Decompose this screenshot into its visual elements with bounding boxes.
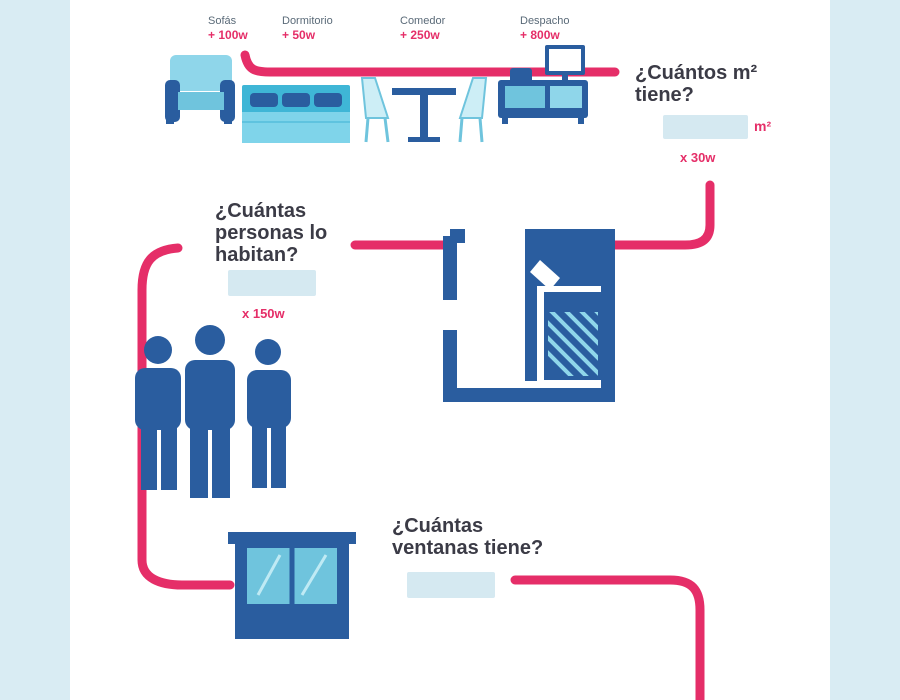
people-question-line1: ¿Cuántas [215, 200, 307, 222]
floor-plan-icon [443, 229, 615, 402]
windows-question-line2: ventanas tiene? [392, 537, 544, 559]
people-icon [135, 325, 291, 498]
furniture-label-sofas: Sofás [208, 15, 237, 27]
people-question: ¿Cuántas personas lo habitan? [215, 200, 327, 266]
bed-icon [242, 85, 350, 143]
windows-input[interactable] [407, 572, 495, 598]
people-question-line2: personas lo [215, 222, 328, 244]
armchair-icon [165, 55, 235, 124]
desk-icon [498, 45, 588, 124]
area-input[interactable] [663, 115, 748, 139]
people-multiplier: x 150w [242, 306, 285, 321]
area-multiplier: x 30w [680, 150, 716, 165]
dining-table-icon [360, 77, 488, 143]
furniture-label-dormitorio: Dormitorio [282, 15, 333, 27]
area-question-line2: tiene? [635, 84, 694, 106]
furniture-label-comedor: Comedor [400, 15, 446, 27]
area-unit: m² [754, 118, 772, 134]
area-question: ¿Cuántos m² tiene? [635, 62, 757, 106]
furniture-watts-sofas: + 100w [208, 28, 248, 42]
furniture-watts-comedor: + 250w [400, 28, 440, 42]
windows-question-line1: ¿Cuántas [392, 515, 484, 537]
furniture-label-despacho: Despacho [520, 15, 570, 27]
windows-question: ¿Cuántas ventanas tiene? [392, 515, 543, 559]
people-question-line3: habitan? [215, 244, 299, 266]
window-icon [228, 532, 356, 639]
infographic-canvas: Sofás + 100w Dormitorio + 50w Comedor + … [70, 0, 830, 700]
furniture-watts-dormitorio: + 50w [282, 28, 316, 42]
area-question-line1: ¿Cuántos m² [635, 62, 758, 84]
people-input[interactable] [228, 270, 316, 296]
furniture-watts-despacho: + 800w [520, 28, 560, 42]
flow-path [135, 45, 715, 700]
